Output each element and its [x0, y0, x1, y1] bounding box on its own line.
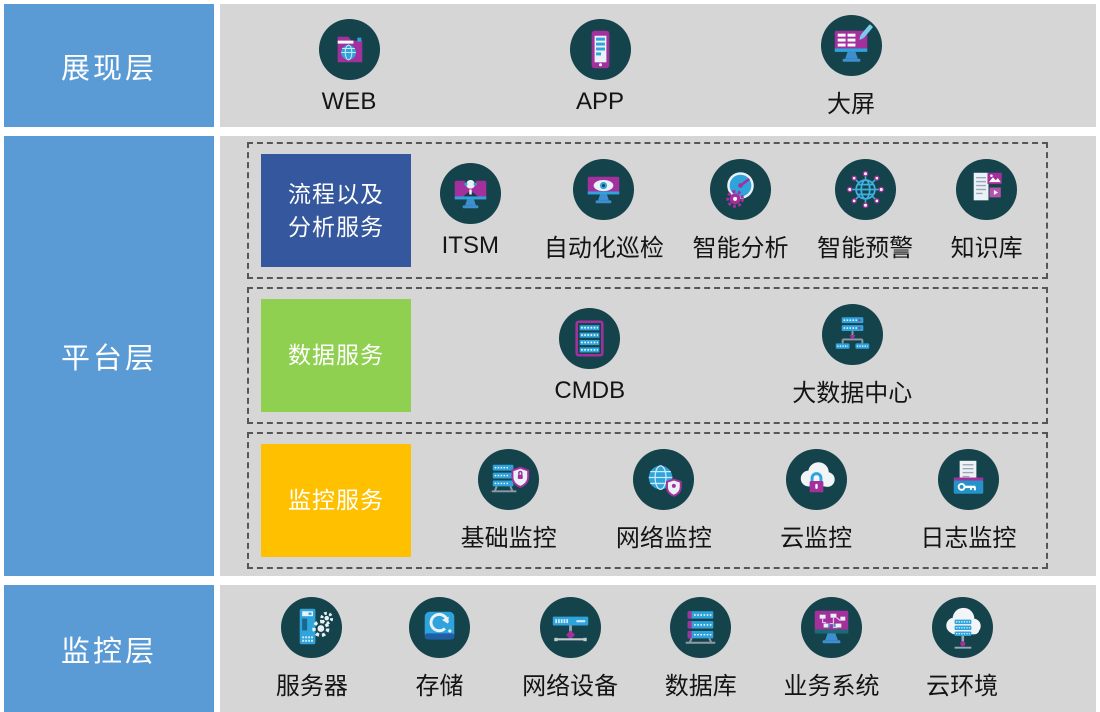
data-service-label: 数据服务 [261, 299, 411, 412]
item-network-device: 网络设备 [522, 596, 618, 701]
item-smart-alert: 智能预警 [817, 158, 913, 263]
data-service-items: CMDB [411, 303, 1046, 408]
monitor-service-group: 监控服务 [247, 432, 1048, 569]
monitoring-layer-label: 监控层 [4, 585, 214, 712]
group-label-line: 分析服务 [288, 213, 384, 240]
group-label-line: 数据服务 [288, 342, 384, 369]
big-data-center-icon [821, 303, 883, 366]
network-device-icon [539, 596, 601, 659]
item-smart-analysis: 智能分析 [692, 158, 788, 263]
item-label: 网络监控 [615, 525, 712, 552]
item-app: APP [555, 18, 645, 116]
platform-layer-row: 平台层 流程以及 分析服务 [4, 136, 1096, 576]
mobile-app-icon [569, 18, 631, 80]
item-label: 大屏 [827, 91, 875, 118]
server-icon [281, 596, 343, 659]
process-analysis-service-label: 流程以及 分析服务 [261, 154, 411, 267]
item-label: CMDB [554, 376, 626, 404]
auto-inspection-icon [573, 158, 635, 221]
item-bigscreen: 大屏 [806, 14, 896, 119]
item-cloud-monitor: 云监控 [771, 448, 861, 553]
process-analysis-items: ITSM 自动化巡检 [411, 158, 1046, 263]
data-service-group: 数据服务 [247, 287, 1048, 424]
smart-analysis-icon [709, 158, 771, 221]
process-analysis-service-group: 流程以及 分析服务 [247, 142, 1048, 279]
monitoring-layer-content: 服务器 存储 [220, 585, 1096, 712]
item-business-system: 业务系统 [783, 596, 879, 701]
platform-layer-content: 流程以及 分析服务 [220, 136, 1096, 576]
item-database: 数据库 [656, 596, 746, 701]
big-screen-icon [820, 14, 882, 77]
item-cmdb: CMDB [545, 307, 635, 405]
network-monitor-icon [633, 448, 695, 511]
infra-monitor-icon [478, 448, 540, 511]
item-auto-inspection: 自动化巡检 [544, 158, 664, 263]
item-itsm: ITSM [425, 162, 515, 260]
item-server: 服务器 [267, 596, 357, 701]
monitoring-layer-row: 监控层 服务器 [4, 585, 1096, 712]
item-label: WEB [321, 87, 377, 115]
platform-layer-label: 平台层 [4, 136, 214, 576]
item-big-data-center: 大数据中心 [792, 303, 912, 408]
item-storage: 存储 [394, 596, 484, 701]
cmdb-icon [559, 307, 621, 369]
item-label: 智能分析 [692, 235, 789, 262]
presentation-layer-row: 展现层 WEB [4, 4, 1096, 127]
item-label: 业务系统 [783, 673, 880, 700]
item-label: 网络设备 [522, 673, 619, 700]
item-web: WEB [304, 18, 394, 116]
item-label: 大数据中心 [792, 380, 913, 407]
business-system-icon [800, 596, 862, 659]
item-infra-monitor: 基础监控 [461, 448, 557, 553]
presentation-layer-content: WEB APP [220, 4, 1096, 127]
group-label-line: 流程以及 [288, 181, 384, 208]
cloud-monitor-icon [785, 448, 847, 511]
knowledge-base-icon [956, 158, 1018, 221]
storage-icon [408, 596, 470, 659]
item-label: 服务器 [275, 673, 348, 700]
item-label: 日志监控 [920, 525, 1017, 552]
log-monitor-icon [937, 448, 999, 511]
cloud-environment-icon [931, 596, 993, 659]
item-label: 知识库 [950, 235, 1023, 262]
monitor-service-label: 监控服务 [261, 444, 411, 557]
web-browser-icon [318, 18, 380, 80]
item-label: 云环境 [926, 673, 999, 700]
item-label: 存储 [415, 673, 464, 700]
item-label: 数据库 [664, 673, 737, 700]
item-label: 自动化巡检 [543, 235, 664, 262]
item-label: 智能预警 [817, 235, 914, 262]
item-network-monitor: 网络监控 [616, 448, 712, 553]
itsm-icon [439, 162, 501, 224]
item-label: 基础监控 [460, 525, 557, 552]
item-label: 云监控 [780, 525, 853, 552]
smart-alert-icon [834, 158, 896, 221]
presentation-layer-label: 展现层 [4, 4, 214, 127]
item-knowledge-base: 知识库 [942, 158, 1032, 263]
monitor-service-items: 基础监控 [411, 448, 1046, 553]
item-label: ITSM [441, 231, 499, 259]
group-label-line: 监控服务 [288, 487, 384, 514]
item-log-monitor: 日志监控 [920, 448, 1016, 553]
item-label: APP [575, 87, 625, 115]
item-cloud-environment: 云环境 [917, 596, 1007, 701]
database-icon [670, 596, 732, 659]
